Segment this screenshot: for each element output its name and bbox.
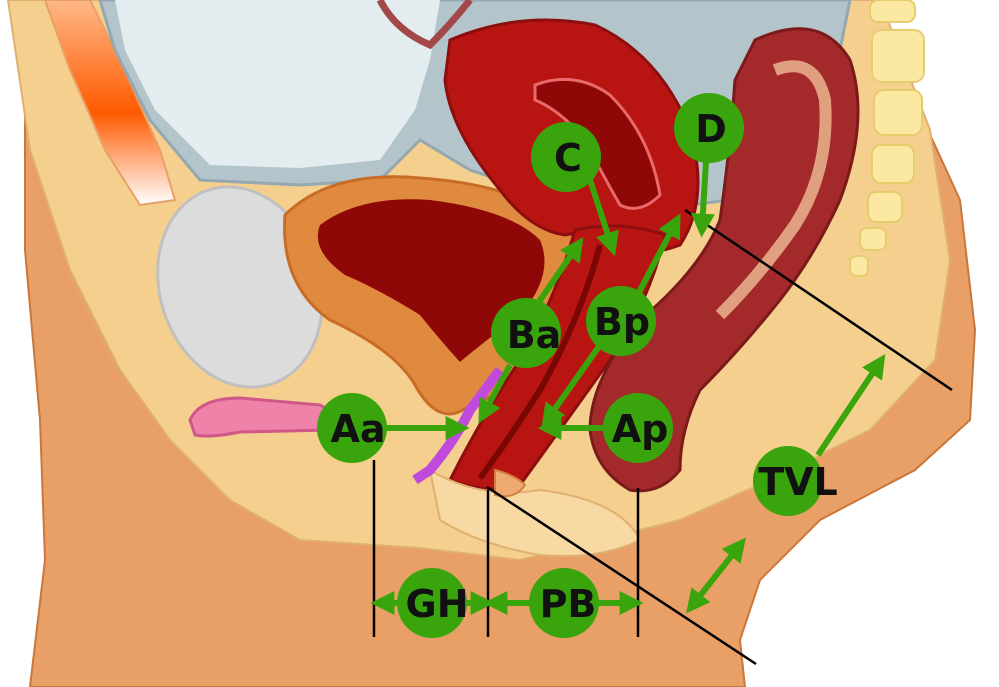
- arrow-tvl: [686, 537, 746, 614]
- marker-ba: [491, 298, 561, 368]
- marker-c: [531, 122, 601, 192]
- marker-tvl: [753, 446, 823, 516]
- marker-aa: [317, 393, 387, 463]
- urethra: [412, 367, 504, 485]
- pubic-bone: [43, 0, 177, 207]
- arrow-bp-down: [541, 343, 603, 428]
- arrow-ba-down: [478, 363, 513, 424]
- marker-ap: [603, 393, 673, 463]
- arrow-tvl-up: [815, 354, 886, 457]
- label-ba: Ba: [507, 313, 562, 357]
- fallopian-tube: [376, 0, 473, 50]
- abdominal-cavity-light: [115, 0, 440, 168]
- label-ap: Ap: [612, 407, 669, 451]
- posterior-fornix-line: [684, 208, 953, 392]
- marker-pb: [529, 568, 599, 638]
- arrow-bp: [632, 213, 681, 302]
- hymen-line: [486, 485, 757, 666]
- label-c: C: [554, 136, 582, 180]
- vaginal-lumen: [477, 244, 603, 480]
- rectum-inner: [715, 60, 832, 320]
- marker-gh: [397, 568, 467, 638]
- label-pb: PB: [540, 582, 597, 626]
- bladder-lumen: [317, 199, 545, 362]
- rectum: [588, 27, 860, 493]
- arrow-c: [587, 179, 619, 257]
- label-tvl: TVL: [758, 460, 838, 504]
- measurement-arrows: [370, 144, 886, 615]
- point-markers: [317, 93, 823, 638]
- label-bp: Bp: [594, 300, 650, 344]
- marker-d: [674, 93, 744, 163]
- marker-bp: [586, 286, 656, 356]
- clitoris: [188, 396, 335, 438]
- spine: [849, 0, 925, 277]
- label-d: D: [695, 107, 727, 151]
- label-gh: GH: [406, 582, 469, 626]
- label-aa: Aa: [330, 407, 385, 451]
